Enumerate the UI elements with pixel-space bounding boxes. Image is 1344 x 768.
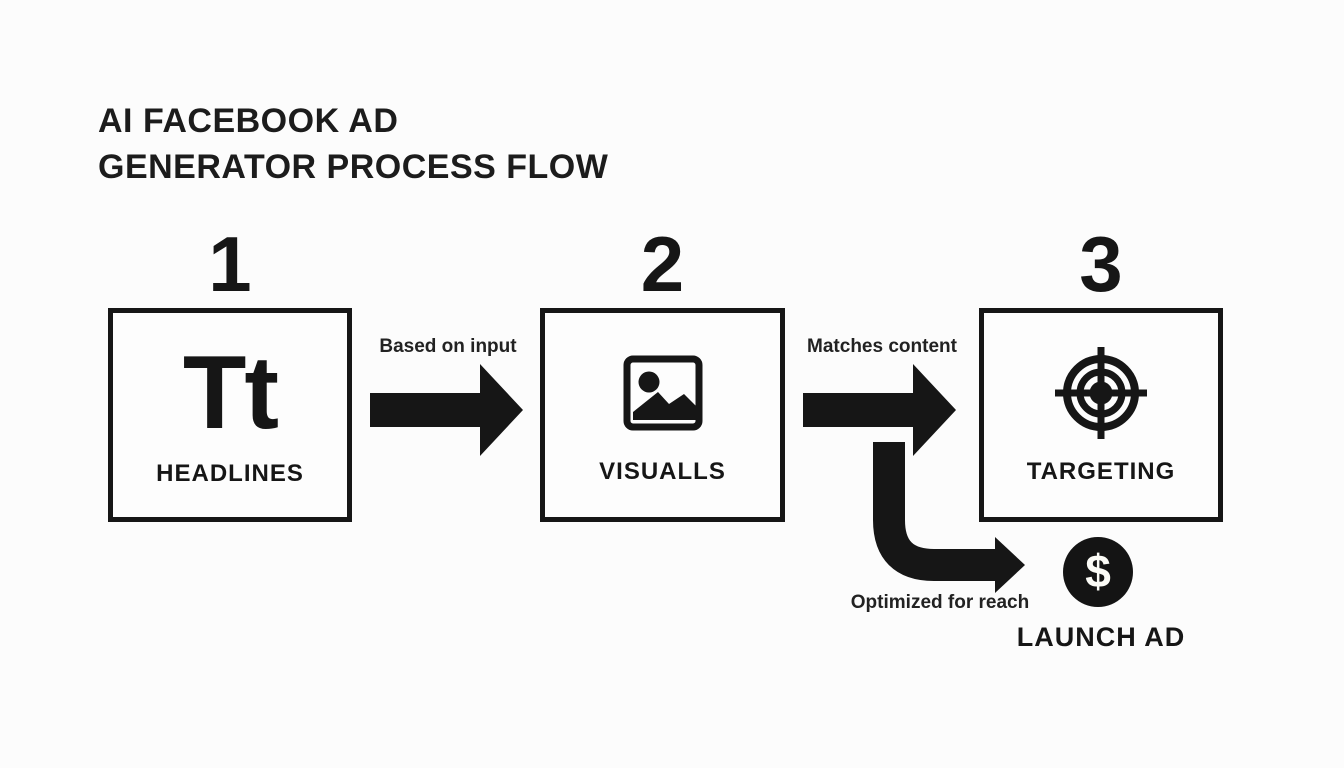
step-box-headlines: Tt HEADLINES: [108, 308, 352, 522]
curved-arrow-down-right-icon: [873, 442, 1025, 593]
arrow-3-label: Optimized for reach: [850, 592, 1030, 613]
step-box-visuals: VISUALLS: [540, 308, 785, 522]
step-3-number: 3: [1079, 220, 1123, 308]
step-2-label: VISUALLS: [599, 458, 726, 485]
target-icon: [1055, 347, 1147, 439]
step-box-targeting: TARGETING: [979, 308, 1223, 522]
page-title-line1: AI FACEBOOK AD: [98, 102, 399, 140]
step-2-number: 2: [640, 220, 685, 308]
dollar-sign: $: [1085, 544, 1111, 597]
step-1-number: 1: [208, 220, 252, 308]
page-title: AI FACEBOOK AD GENERATOR PROCESS FLOW: [98, 98, 608, 190]
launch-ad-label: LAUNCH AD: [1016, 622, 1186, 652]
arrow-right-icon: [803, 364, 956, 456]
step-3-label: TARGETING: [1026, 458, 1176, 485]
image-icon: [623, 355, 702, 431]
dollar-icon: $: [1063, 537, 1133, 607]
arrow-right-icon: [370, 364, 523, 456]
text-tt-icon: Tt: [182, 335, 279, 451]
arrow-1-label: Based on input: [379, 336, 517, 357]
page-title-line2: GENERATOR PROCESS FLOW: [98, 148, 609, 186]
step-1-label: HEADLINES: [156, 460, 304, 487]
arrow-2-label: Matches content: [807, 336, 957, 357]
